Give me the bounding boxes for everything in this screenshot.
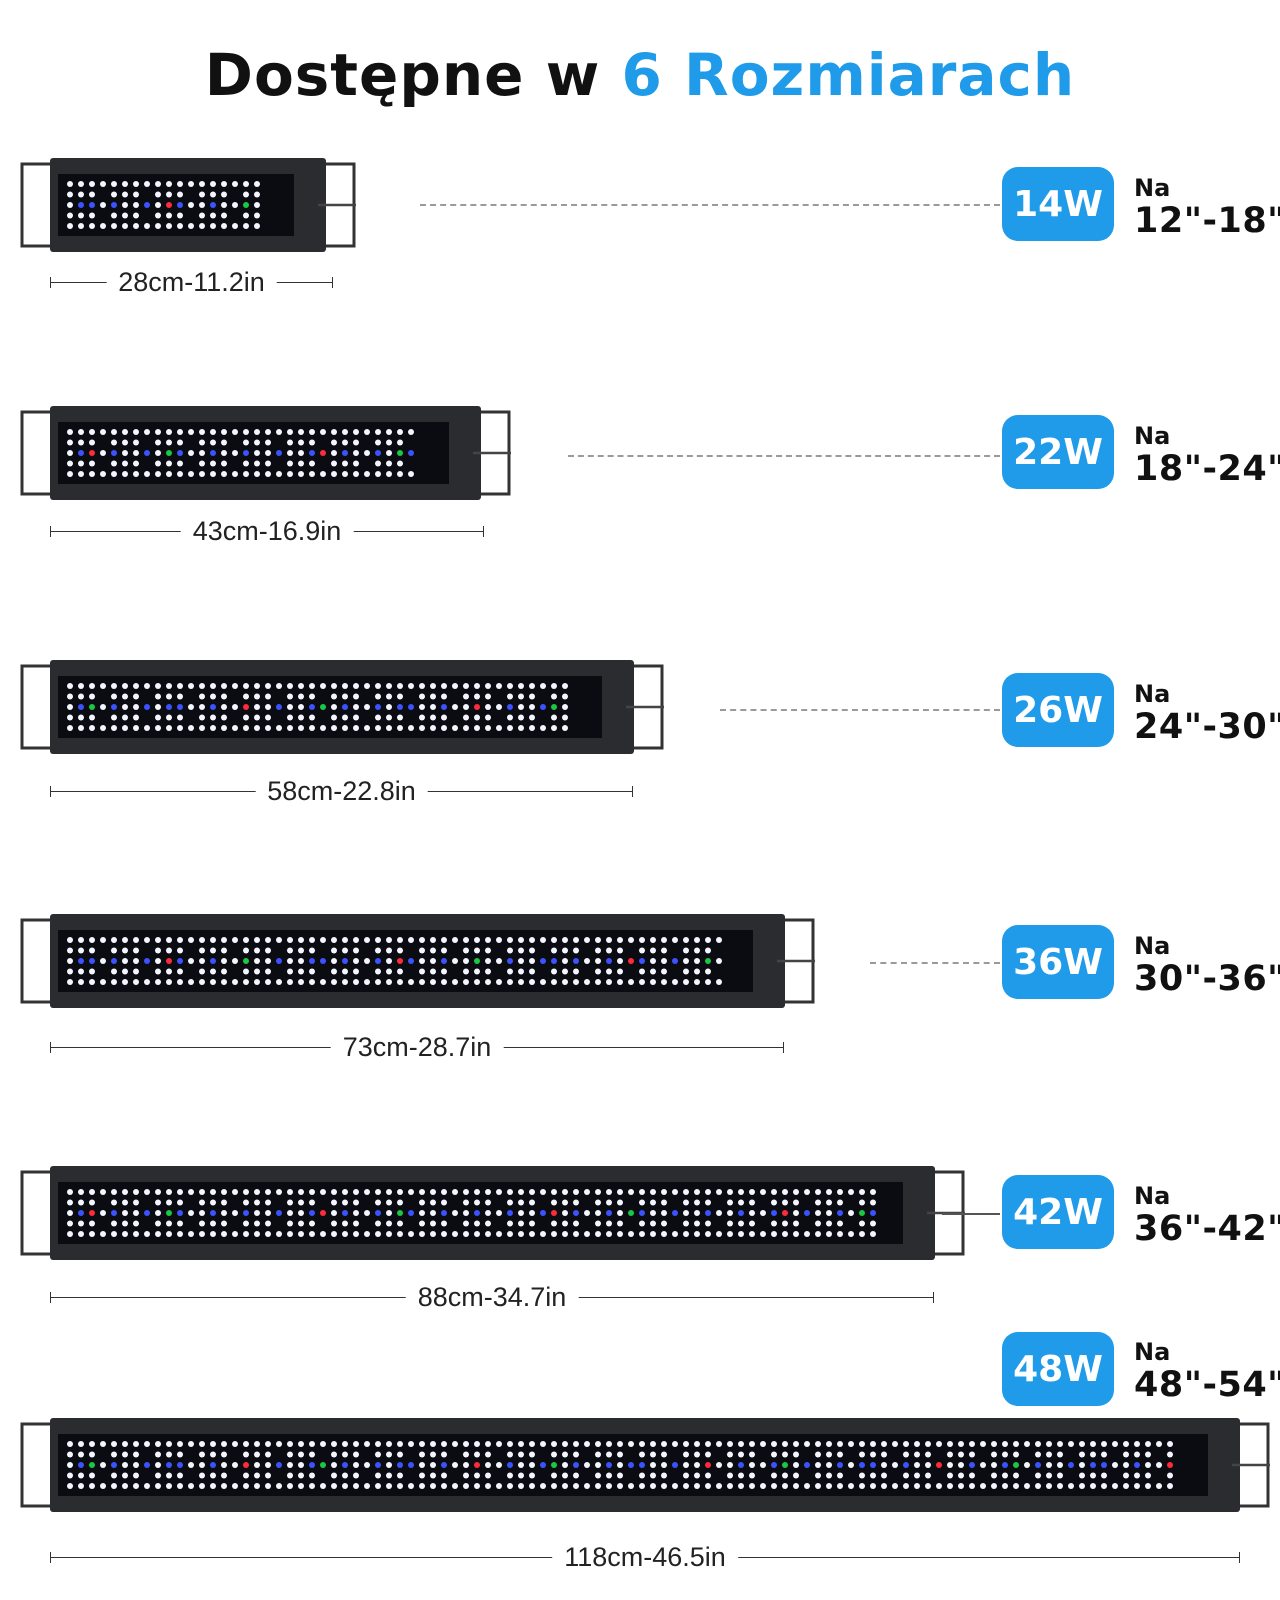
tank-size-range: Na 30"-36" bbox=[1134, 934, 1280, 997]
dimension-label: 118cm-46.5in bbox=[552, 1542, 738, 1573]
tank-size-range: Na 12"-18" bbox=[1134, 176, 1280, 239]
wattage-badge: 48W bbox=[1002, 1332, 1114, 1406]
size-row-14w: 14W Na 12"-18" 28cm-11.2in bbox=[0, 150, 1280, 298]
dimension-line: 28cm-11.2in bbox=[50, 267, 333, 298]
led-light-bar-42w bbox=[20, 1166, 965, 1260]
dimension-label: 43cm-16.9in bbox=[180, 516, 354, 547]
range-value: 18"-24" bbox=[1134, 449, 1280, 489]
tank-size-range: Na 36"-42" bbox=[1134, 1184, 1280, 1247]
cable-leader-line bbox=[568, 455, 1000, 457]
led-light-bar-22w bbox=[20, 406, 511, 500]
range-prefix: Na bbox=[1134, 422, 1171, 450]
led-light-bar-48w bbox=[20, 1418, 1270, 1512]
cable-leader-line bbox=[870, 962, 1000, 964]
range-prefix: Na bbox=[1134, 1338, 1171, 1366]
title-highlight: 6 Rozmiarach bbox=[621, 41, 1076, 109]
size-row-36w: 36W Na 30"-36" 73cm-28.7in bbox=[0, 906, 1280, 1063]
range-value: 48"-54" bbox=[1134, 1365, 1280, 1405]
range-prefix: Na bbox=[1134, 680, 1171, 708]
dimension-label: 28cm-11.2in bbox=[106, 267, 277, 298]
wattage-badge: 42W bbox=[1002, 1175, 1114, 1249]
led-light-bar-26w bbox=[20, 660, 664, 754]
tank-size-range: Na 24"-30" bbox=[1134, 682, 1280, 745]
led-light-bar-14w bbox=[20, 158, 356, 252]
range-prefix: Na bbox=[1134, 1182, 1171, 1210]
page-title: Dostępne w 6 Rozmiarach bbox=[0, 40, 1280, 110]
size-row-26w: 26W Na 24"-30" 58cm-22.8in bbox=[0, 652, 1280, 807]
size-row-48w: 48W Na 48"-54" 118cm-46.5in bbox=[0, 1320, 1280, 1590]
size-row-42w: 42W Na 36"-42" 88cm-34.7in bbox=[0, 1158, 1280, 1313]
range-value: 24"-30" bbox=[1134, 707, 1280, 747]
range-value: 36"-42" bbox=[1134, 1209, 1280, 1249]
dimension-line: 88cm-34.7in bbox=[50, 1282, 934, 1313]
dimension-line: 118cm-46.5in bbox=[50, 1542, 1240, 1573]
cable-leader-line bbox=[420, 204, 1000, 206]
led-light-bar-36w bbox=[20, 914, 815, 1008]
range-value: 12"-18" bbox=[1134, 201, 1280, 241]
wattage-badge: 36W bbox=[1002, 925, 1114, 999]
tank-size-range: Na 18"-24" bbox=[1134, 424, 1280, 487]
range-prefix: Na bbox=[1134, 174, 1171, 202]
dimension-line: 73cm-28.7in bbox=[50, 1032, 784, 1063]
range-prefix: Na bbox=[1134, 932, 1171, 960]
dimension-line: 58cm-22.8in bbox=[50, 776, 633, 807]
wattage-badge: 14W bbox=[1002, 167, 1114, 241]
cable-leader-line bbox=[720, 709, 1000, 711]
title-main: Dostępne w bbox=[204, 41, 622, 109]
cable-leader-line bbox=[942, 1213, 1000, 1215]
wattage-badge: 26W bbox=[1002, 673, 1114, 747]
size-row-22w: 22W Na 18"-24" 43cm-16.9in bbox=[0, 398, 1280, 547]
range-value: 30"-36" bbox=[1134, 959, 1280, 999]
dimension-label: 58cm-22.8in bbox=[255, 776, 428, 807]
dimension-label: 88cm-34.7in bbox=[405, 1282, 579, 1313]
wattage-badge: 22W bbox=[1002, 415, 1114, 489]
dimension-label: 73cm-28.7in bbox=[330, 1032, 504, 1063]
tank-size-range: Na 48"-54" bbox=[1134, 1340, 1280, 1403]
dimension-line: 43cm-16.9in bbox=[50, 516, 484, 547]
